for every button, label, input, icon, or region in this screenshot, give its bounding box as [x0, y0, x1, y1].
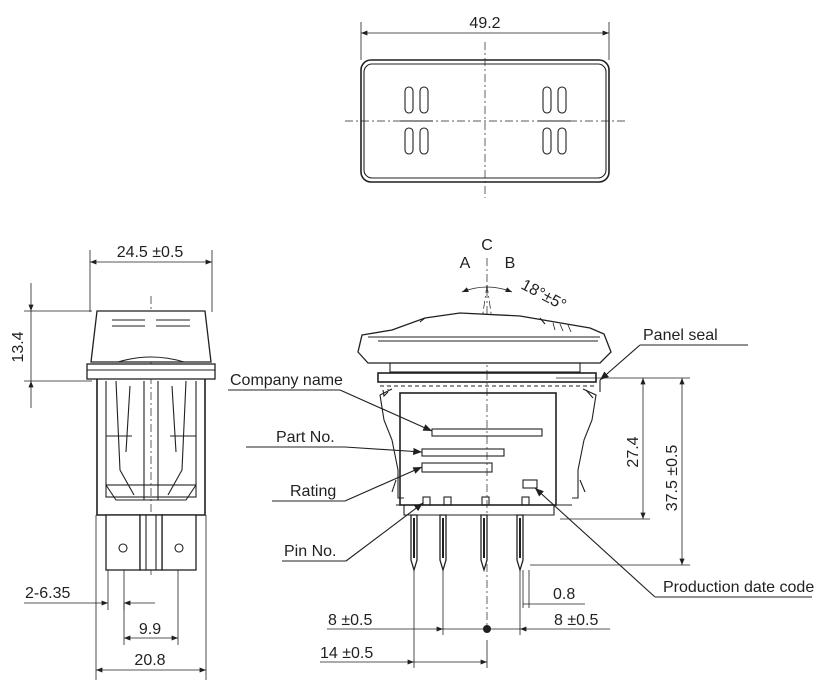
- side-height-dim: 13.4: [10, 331, 27, 362]
- top-view: 49.2: [345, 15, 628, 198]
- front-view: A C B 18°±5°: [320, 237, 690, 668]
- callouts: Panel seal Company name Part No. Rating …: [228, 327, 814, 598]
- pin-number-marks: [422, 496, 530, 506]
- side-terminals: [105, 514, 197, 571]
- panel-seal-label: Panel seal: [643, 327, 718, 344]
- panel-seal: [377, 372, 597, 383]
- overall-pitch-dim: 14 ±0.5: [320, 645, 373, 662]
- pin-no-label: Pin No.: [284, 543, 336, 560]
- side-width-dim: 24.5 ±0.5: [117, 244, 184, 261]
- height-27-4-dim: 27.4: [625, 436, 642, 467]
- pitch-dim: 9.9: [139, 621, 161, 638]
- height-37-5-dim: 37.5 ±0.5: [664, 445, 681, 512]
- actuator-side: [90, 310, 212, 363]
- company-name-marking: [431, 428, 543, 437]
- pitch-right-dim: 8 ±0.5: [554, 612, 598, 629]
- position-a-label: A: [460, 255, 471, 272]
- pitch-left-dim: 8 ±0.5: [328, 612, 372, 629]
- production-date-code-marking: [522, 479, 538, 489]
- rocker-actuator: [357, 312, 612, 364]
- production-date-code-label: Production date code: [663, 579, 814, 596]
- pin-thickness-dim: 0.8: [553, 586, 575, 603]
- center-point: [483, 625, 491, 633]
- part-no-label: Part No.: [276, 429, 335, 446]
- part-no-marking: [421, 448, 505, 457]
- side-view: 24.5 ±0.5 13.4: [10, 244, 216, 680]
- front-pins: [410, 514, 524, 573]
- position-b-label: B: [505, 255, 516, 272]
- terminal-width-dim: 2-6.35: [25, 585, 70, 602]
- position-c-label: C: [481, 237, 493, 254]
- rating-marking: [421, 462, 493, 473]
- rocker-angle-dim: 18°±5°: [518, 277, 569, 315]
- grip-slots-right: [538, 86, 571, 155]
- base-width-dim: 20.8: [134, 652, 165, 669]
- rating-label: Rating: [290, 483, 336, 500]
- top-width-dim: 49.2: [469, 15, 500, 32]
- company-name-label: Company name: [230, 372, 343, 389]
- grip-slots-left: [400, 86, 433, 155]
